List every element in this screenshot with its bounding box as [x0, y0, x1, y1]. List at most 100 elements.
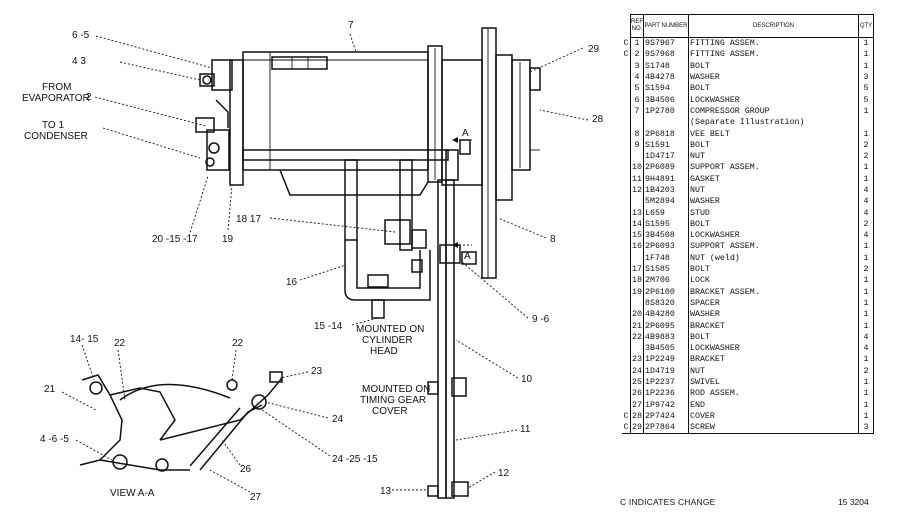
description: FITTING ASSEM. — [688, 37, 859, 50]
callout-27: 27 — [250, 492, 262, 503]
description: SWIVEL — [688, 376, 859, 389]
callout-13: 13 — [380, 486, 392, 497]
quantity: 2 — [858, 218, 874, 231]
ref-number — [630, 252, 644, 264]
quantity: 2 — [858, 150, 874, 163]
quantity: 1 — [858, 286, 874, 298]
quantity: 1 — [858, 128, 874, 140]
callout-29: 29 — [588, 44, 600, 55]
description: GASKET — [688, 173, 859, 185]
change-flag — [622, 162, 631, 173]
ref-number: 9 — [630, 139, 644, 151]
description: ROD ASSEM. — [688, 388, 859, 400]
quantity: 5 — [858, 83, 874, 95]
description: LOCKWASHER — [688, 343, 859, 355]
change-flag — [622, 275, 631, 286]
change-flag — [622, 140, 631, 151]
callout-22-left: 22 — [114, 338, 126, 349]
description: WASHER — [688, 196, 859, 208]
quantity: 3 — [858, 71, 874, 84]
quantity: 1 — [858, 241, 874, 253]
part-number: 2P6818 — [643, 128, 689, 140]
quantity: 2 — [858, 263, 874, 276]
change-flag — [622, 377, 631, 388]
description: SPACER — [688, 297, 859, 310]
description: SCREW — [688, 422, 859, 435]
change-flag — [622, 196, 631, 207]
callout-11: 11 — [520, 424, 531, 435]
description: COMPRESSOR GROUP — [688, 105, 859, 118]
part-number: S1594 — [643, 83, 689, 95]
part-number: 1P9742 — [643, 399, 689, 411]
callout-19: 19 — [222, 234, 234, 245]
change-flag — [622, 117, 631, 128]
part-number: S1595 — [643, 218, 689, 231]
callout-23: 23 — [311, 366, 323, 377]
part-number: 2M706 — [643, 275, 689, 287]
section-a-top: A — [462, 128, 469, 139]
callout-24: 24 — [332, 414, 344, 425]
quantity: 4 — [858, 230, 874, 242]
callout-6-5: 6 -5 — [72, 30, 90, 41]
ref-number — [630, 150, 644, 163]
change-flag — [622, 83, 631, 94]
part-number: 4B4278 — [643, 71, 689, 84]
ref-number: 20 — [630, 309, 644, 321]
part-number: 1B4203 — [643, 184, 689, 197]
callout-9-6: 9 -6 — [532, 314, 550, 325]
description: BOLT — [688, 263, 859, 276]
change-flag — [622, 343, 631, 354]
change-flag: C — [622, 422, 631, 435]
callout-8: 8 — [550, 234, 556, 245]
ref-number: 26 — [630, 388, 644, 400]
quantity: 1 — [858, 252, 874, 264]
callout-mounted-cyl-2: CYLINDER — [362, 335, 413, 346]
part-number: 9S7968 — [643, 49, 689, 61]
change-flag — [622, 298, 631, 309]
change-flag — [622, 241, 631, 252]
callout-7: 7 — [348, 20, 354, 31]
callout-4-6-5: 4 -6 -5 — [40, 434, 69, 445]
part-number: 2P6100 — [643, 286, 689, 298]
quantity: 1 — [858, 173, 874, 185]
part-number: 1D4719 — [643, 365, 689, 377]
ref-number: 13 — [630, 207, 644, 219]
part-number: 3B4508 — [643, 230, 689, 242]
part-number — [643, 117, 689, 129]
description: LOCK — [688, 275, 859, 287]
change-flag: C — [623, 50, 629, 60]
description: BRACKET — [688, 354, 859, 366]
quantity: 4 — [858, 207, 874, 219]
part-number: 2P6093 — [643, 241, 689, 253]
change-flag — [622, 388, 631, 399]
part-number: 1P2249 — [643, 354, 689, 366]
quantity: 1 — [858, 105, 874, 118]
quantity: 1 — [858, 297, 874, 310]
callout-mounted-tg-2: TIMING GEAR — [360, 395, 426, 406]
part-number: 2P6089 — [643, 162, 689, 174]
quantity: 2 — [858, 139, 874, 151]
description: NUT (weld) — [688, 252, 859, 264]
quantity: 3 — [858, 422, 874, 435]
part-number: 1P2236 — [643, 388, 689, 400]
change-flag — [622, 400, 631, 411]
description: WASHER — [688, 71, 859, 84]
callout-mounted-cyl-1: MOUNTED ON — [356, 324, 424, 335]
part-number: 3B4506 — [643, 94, 689, 106]
